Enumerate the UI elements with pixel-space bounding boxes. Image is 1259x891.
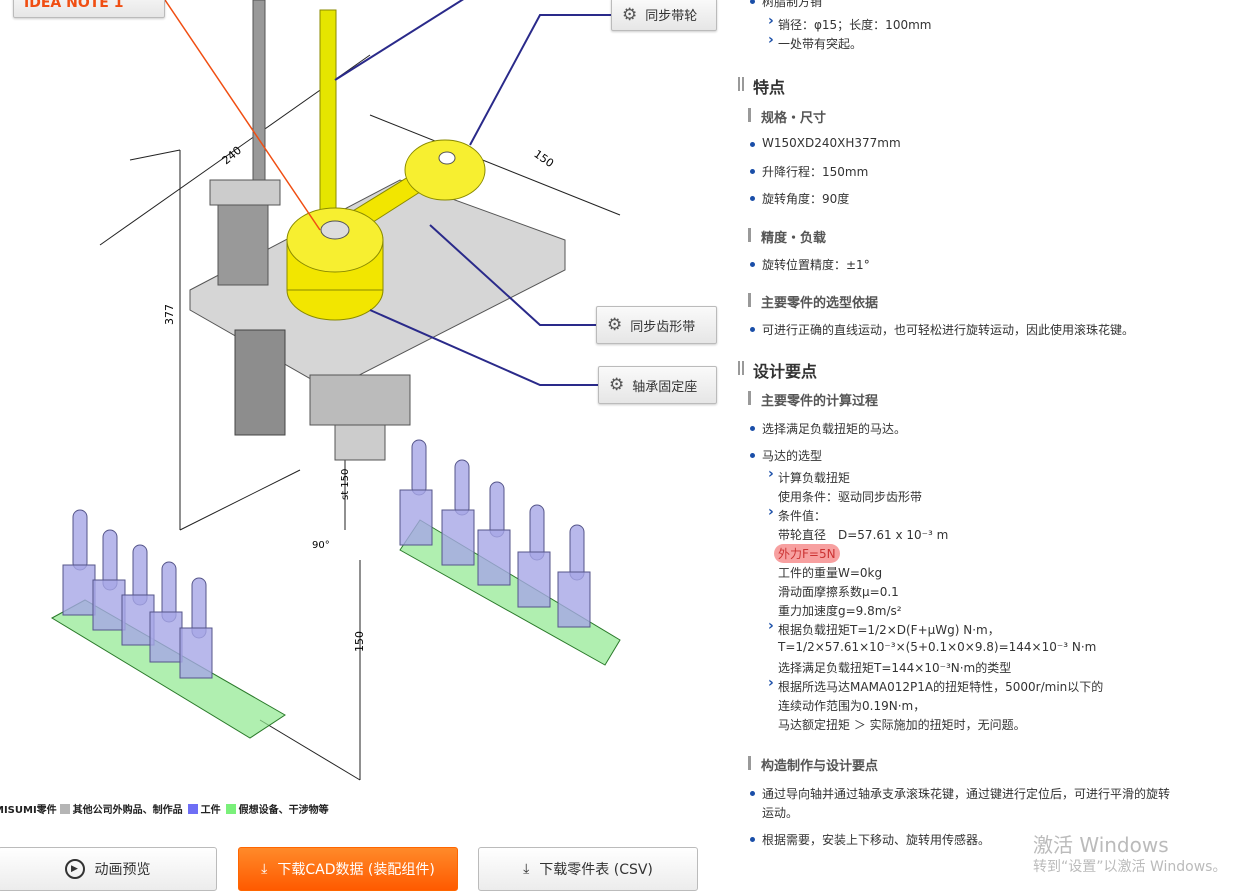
idea-note-label: IDEA NOTE 1 bbox=[24, 0, 124, 11]
callout-timing-belt[interactable]: ⚙ 同步齿形带 bbox=[596, 306, 717, 344]
animation-preview-button[interactable]: ▶ 动画预览 bbox=[0, 847, 217, 891]
dim-angle: 90° bbox=[312, 540, 330, 551]
list-item: 树脂制方销 bbox=[750, 0, 822, 10]
list-item: 根据需要，安装上下移动、旋转用传感器。 bbox=[750, 831, 990, 848]
windows-activation-watermark-text: 转到“设置”以激活 Windows。 bbox=[1033, 859, 1227, 875]
callout-label: 同步齿形带 bbox=[630, 319, 696, 335]
windows-activation-watermark-title: 激活 Windows bbox=[1033, 833, 1169, 857]
legend-swatch-blue bbox=[187, 803, 198, 814]
legend-virtual: 假想设备、干涉物等 bbox=[238, 805, 329, 816]
list-item: 选择满足负载扭矩的马达。 bbox=[750, 420, 906, 437]
text-line: 马达额定扭矩 ＞ 实际施加的扭矩时，无问题。 bbox=[778, 718, 1026, 732]
color-legend: MISUMI零件 其他公司外购品、制作品 工件 假想设备、干涉物等 bbox=[0, 801, 329, 816]
list-item: 可进行正确的直线运动，也可轻松进行旋转运动，因此使用滚珠花键。 bbox=[750, 321, 1134, 338]
button-label: 动画预览 bbox=[94, 862, 151, 878]
sub-item: 一处带有突起。 bbox=[768, 32, 862, 52]
button-label: 下载CAD数据 (装配组件) bbox=[277, 862, 435, 878]
text-line: 连续动作范围为0.19N·m， bbox=[778, 699, 926, 713]
callout-label: 同步带轮 bbox=[645, 9, 698, 24]
sub-item: 根据负载扭矩T=1/2×D(F+μWg) N·m， bbox=[768, 618, 1000, 638]
dim-377: 377 bbox=[163, 304, 176, 325]
play-icon: ▶ bbox=[64, 859, 85, 879]
text-line: 重力加速度g=9.8m/s² bbox=[778, 604, 902, 618]
list-item: 旋转位置精度：±1° bbox=[750, 256, 870, 273]
list-item: 马达的选型 bbox=[750, 447, 822, 464]
sub-item: 根据所选马达MAMA012P1A的扭矩特性，5000r/min以下的 bbox=[768, 675, 1103, 695]
gear-icon: ⚙ bbox=[607, 315, 623, 335]
subsection-title: 规格・尺寸 bbox=[748, 107, 826, 126]
assembly-drawing: 240 150 377 st 150 90° 150 bbox=[50, 0, 621, 781]
text-line: T=1/2×57.61×10⁻³×(5+0.1×0×9.8)=144×10⁻³ … bbox=[778, 640, 1097, 654]
download-icon: ⤓ bbox=[261, 861, 268, 877]
legend-swatch-gray bbox=[59, 803, 70, 814]
download-cad-button[interactable]: ⤓ 下载CAD数据 (装配组件) bbox=[238, 847, 458, 891]
legend-workpiece: 工件 bbox=[200, 805, 221, 816]
gear-icon: ⚙ bbox=[622, 4, 638, 25]
text-line: 运动。 bbox=[762, 806, 799, 820]
download-csv-button[interactable]: ⤓ 下载零件表 (CSV) bbox=[478, 847, 698, 891]
text-line: 带轮直径 D=57.61 x 10⁻³ m bbox=[778, 528, 949, 542]
highlighted-text-line: 外力F=5N bbox=[774, 544, 840, 563]
callout-label: 轴承固定座 bbox=[632, 379, 698, 395]
list-item: W150XD240XH377mm bbox=[750, 136, 901, 150]
dim-150: 150 bbox=[531, 147, 556, 170]
text-line: 选择满足负载扭矩T=144×10⁻³N·m的类型 bbox=[778, 661, 1012, 675]
sub-item: 条件值： bbox=[768, 504, 826, 524]
gear-icon: ⚙ bbox=[609, 375, 625, 395]
legend-other: 其他公司外购品、制作品 bbox=[72, 805, 183, 816]
list-item: 通过导向轴并通过轴承支承滚珠花键，通过键进行定位后，可进行平滑的旋转 bbox=[750, 785, 1170, 802]
subsection-title: 精度・负载 bbox=[748, 227, 826, 246]
legend-misumi: MISUMI零件 bbox=[0, 805, 57, 816]
dim-stroke: st 150 bbox=[340, 469, 351, 500]
callout-bearing-holder[interactable]: ⚙ 轴承固定座 bbox=[598, 366, 717, 404]
button-label: 下载零件表 (CSV) bbox=[539, 862, 653, 878]
section-title-design: 设计要点 bbox=[738, 358, 817, 382]
dim-150-vertical: 150 bbox=[353, 631, 366, 652]
section-title-features: 特点 bbox=[738, 74, 785, 98]
text-line: 工件的重量W=0kg bbox=[778, 566, 883, 580]
text-line: 使用条件：驱动同步齿形带 bbox=[778, 490, 923, 504]
subsection-title: 主要零件的计算过程 bbox=[748, 390, 878, 409]
list-item: 升降行程：150mm bbox=[750, 163, 868, 180]
sub-item: 销径：φ15；长度：100mm bbox=[768, 13, 931, 33]
download-icon: ⤓ bbox=[523, 861, 530, 877]
callout-timing-pulley[interactable]: ⚙ 同步带轮 bbox=[611, 0, 717, 31]
list-item: 旋转角度：90度 bbox=[750, 190, 849, 207]
dim-240: 240 bbox=[220, 144, 244, 167]
subsection-title: 主要零件的选型依据 bbox=[748, 292, 878, 311]
subsection-title: 构造制作与设计要点 bbox=[748, 755, 878, 774]
sub-item: 计算负载扭矩 bbox=[768, 466, 850, 486]
idea-note-button[interactable]: IDEA NOTE 1 bbox=[13, 0, 165, 18]
legend-swatch-green bbox=[225, 803, 236, 814]
text-line: 滑动面摩擦系数μ=0.1 bbox=[778, 585, 899, 599]
